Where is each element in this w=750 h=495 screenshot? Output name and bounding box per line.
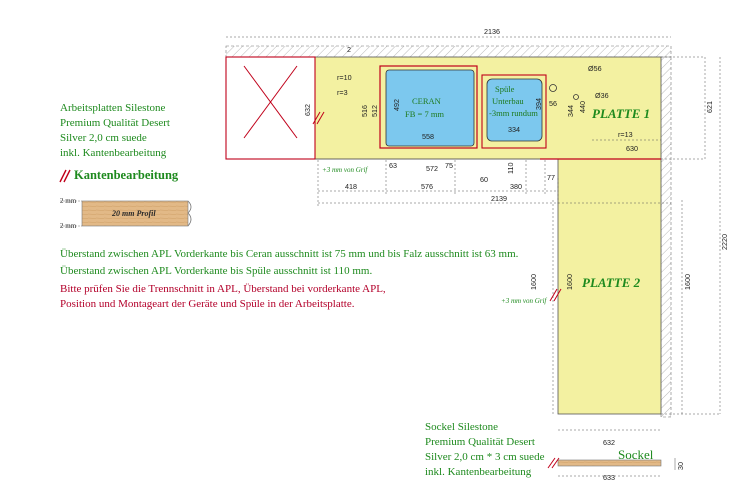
info-line-3: Silver 2,0 cm suede [60, 132, 147, 144]
dim-bottom-total: 2139 [491, 194, 507, 203]
dim-2220: 2220 [720, 234, 729, 250]
dim-440: 440 [578, 101, 587, 113]
sink-label: Spüle [495, 84, 515, 94]
kanten-mm-top: 2 mm [60, 197, 77, 205]
dim-1600-outer: 1600 [529, 274, 538, 290]
dim-30: 30 [676, 462, 685, 470]
sockel-info-line-1: Sockel Silestone [425, 421, 499, 433]
warning-line-2: Position und Montageart der Geräte und S… [60, 298, 355, 310]
ceran-hob: CERAN FB = 7 mm [379, 65, 478, 149]
warning-line-1: Bitte prüfen Sie die Trennschnitt in APL… [60, 283, 386, 295]
sockel-info-line-4: inkl. Kantenbearbeitung [425, 466, 532, 478]
sockel-drawing [547, 457, 676, 470]
dim-516: 516 [360, 105, 369, 117]
dim-1600-left: 1600 [565, 274, 574, 290]
dim-418: 418 [345, 182, 357, 191]
grif-label-1: +3 mm von Grif [322, 166, 368, 174]
dim-576: 576 [421, 182, 433, 191]
ceran-label: CERAN [412, 96, 441, 106]
edge-marks [312, 111, 562, 302]
kanten-icon [59, 169, 71, 183]
note-spuele: Überstand zwischen APL Vorderkante bis S… [60, 265, 373, 277]
dim-572: 572 [426, 164, 438, 173]
dim-380: 380 [510, 182, 522, 191]
dim-r3: r=3 [337, 88, 348, 97]
dim-1600-right: 1600 [683, 274, 692, 290]
dim-60: 60 [480, 175, 488, 184]
dim-56: 56 [549, 99, 557, 108]
dim-r13: r=13 [618, 130, 633, 139]
note-ceran: Überstand zwischen APL Vorderkante bis C… [60, 248, 519, 260]
profile-drawing [60, 200, 192, 227]
profile-label: 20 mm Profil [112, 209, 156, 218]
dim-d36: Ø36 [595, 91, 609, 100]
dimension-labels: 2136 2139 418 576 380 77 572 75 60 63 55… [303, 27, 729, 482]
info-line-1: Arbeitsplatten Silestone [60, 102, 166, 114]
info-line-4: inkl. Kantenbearbeitung [60, 147, 167, 159]
kanten-title: Kantenbearbeitung [74, 168, 179, 182]
dim-633: 633 [603, 473, 615, 482]
grif-label-2: +3 mm von Grif [501, 297, 547, 305]
dim-ceran-width: 558 [422, 132, 434, 141]
dim-344: 344 [566, 105, 575, 117]
info-line-2: Premium Qualität Desert [60, 117, 170, 129]
dim-2: 2 [347, 45, 351, 54]
dim-sink-width: 334 [508, 125, 520, 134]
kanten-mm-bottom: 2 mm [60, 222, 77, 230]
dim-110: 110 [506, 163, 515, 174]
dim-77: 77 [547, 173, 555, 182]
dim-621: 621 [705, 101, 714, 113]
dim-630: 630 [626, 144, 638, 153]
tap-hole [549, 84, 557, 92]
dim-sink-height: 394 [534, 98, 543, 110]
dim-r10: r=10 [337, 73, 352, 82]
sink-type-label: Unterbau [492, 96, 524, 106]
dim-512: 512 [370, 105, 379, 117]
drain-hole [573, 94, 579, 100]
sockel-info-line-2: Premium Qualität Desert [425, 436, 535, 448]
dim-d56: Ø56 [588, 64, 602, 73]
sockel-label: Sockel [618, 447, 654, 462]
dim-632-bottom: 632 [603, 438, 615, 447]
dim-63: 63 [389, 161, 397, 170]
dimension-lines [226, 36, 721, 477]
dim-632: 632 [303, 104, 312, 116]
plate-2-label: PLATTE 2 [582, 275, 641, 290]
ceran-fb-label: FB = 7 mm [405, 109, 444, 119]
sink-round-label: -3mm rundum [489, 108, 538, 118]
plate-1-label: PLATTE 1 [592, 106, 650, 121]
dim-top-total: 2136 [484, 27, 500, 36]
sockel-info-line-3: Silver 2,0 cm * 3 cm suede [425, 451, 545, 463]
cutout-cross [225, 56, 316, 160]
dim-ceran-height: 492 [392, 99, 401, 111]
sink: Spüle Unterbau -3mm rundum [481, 74, 579, 149]
dim-75: 75 [445, 161, 453, 170]
